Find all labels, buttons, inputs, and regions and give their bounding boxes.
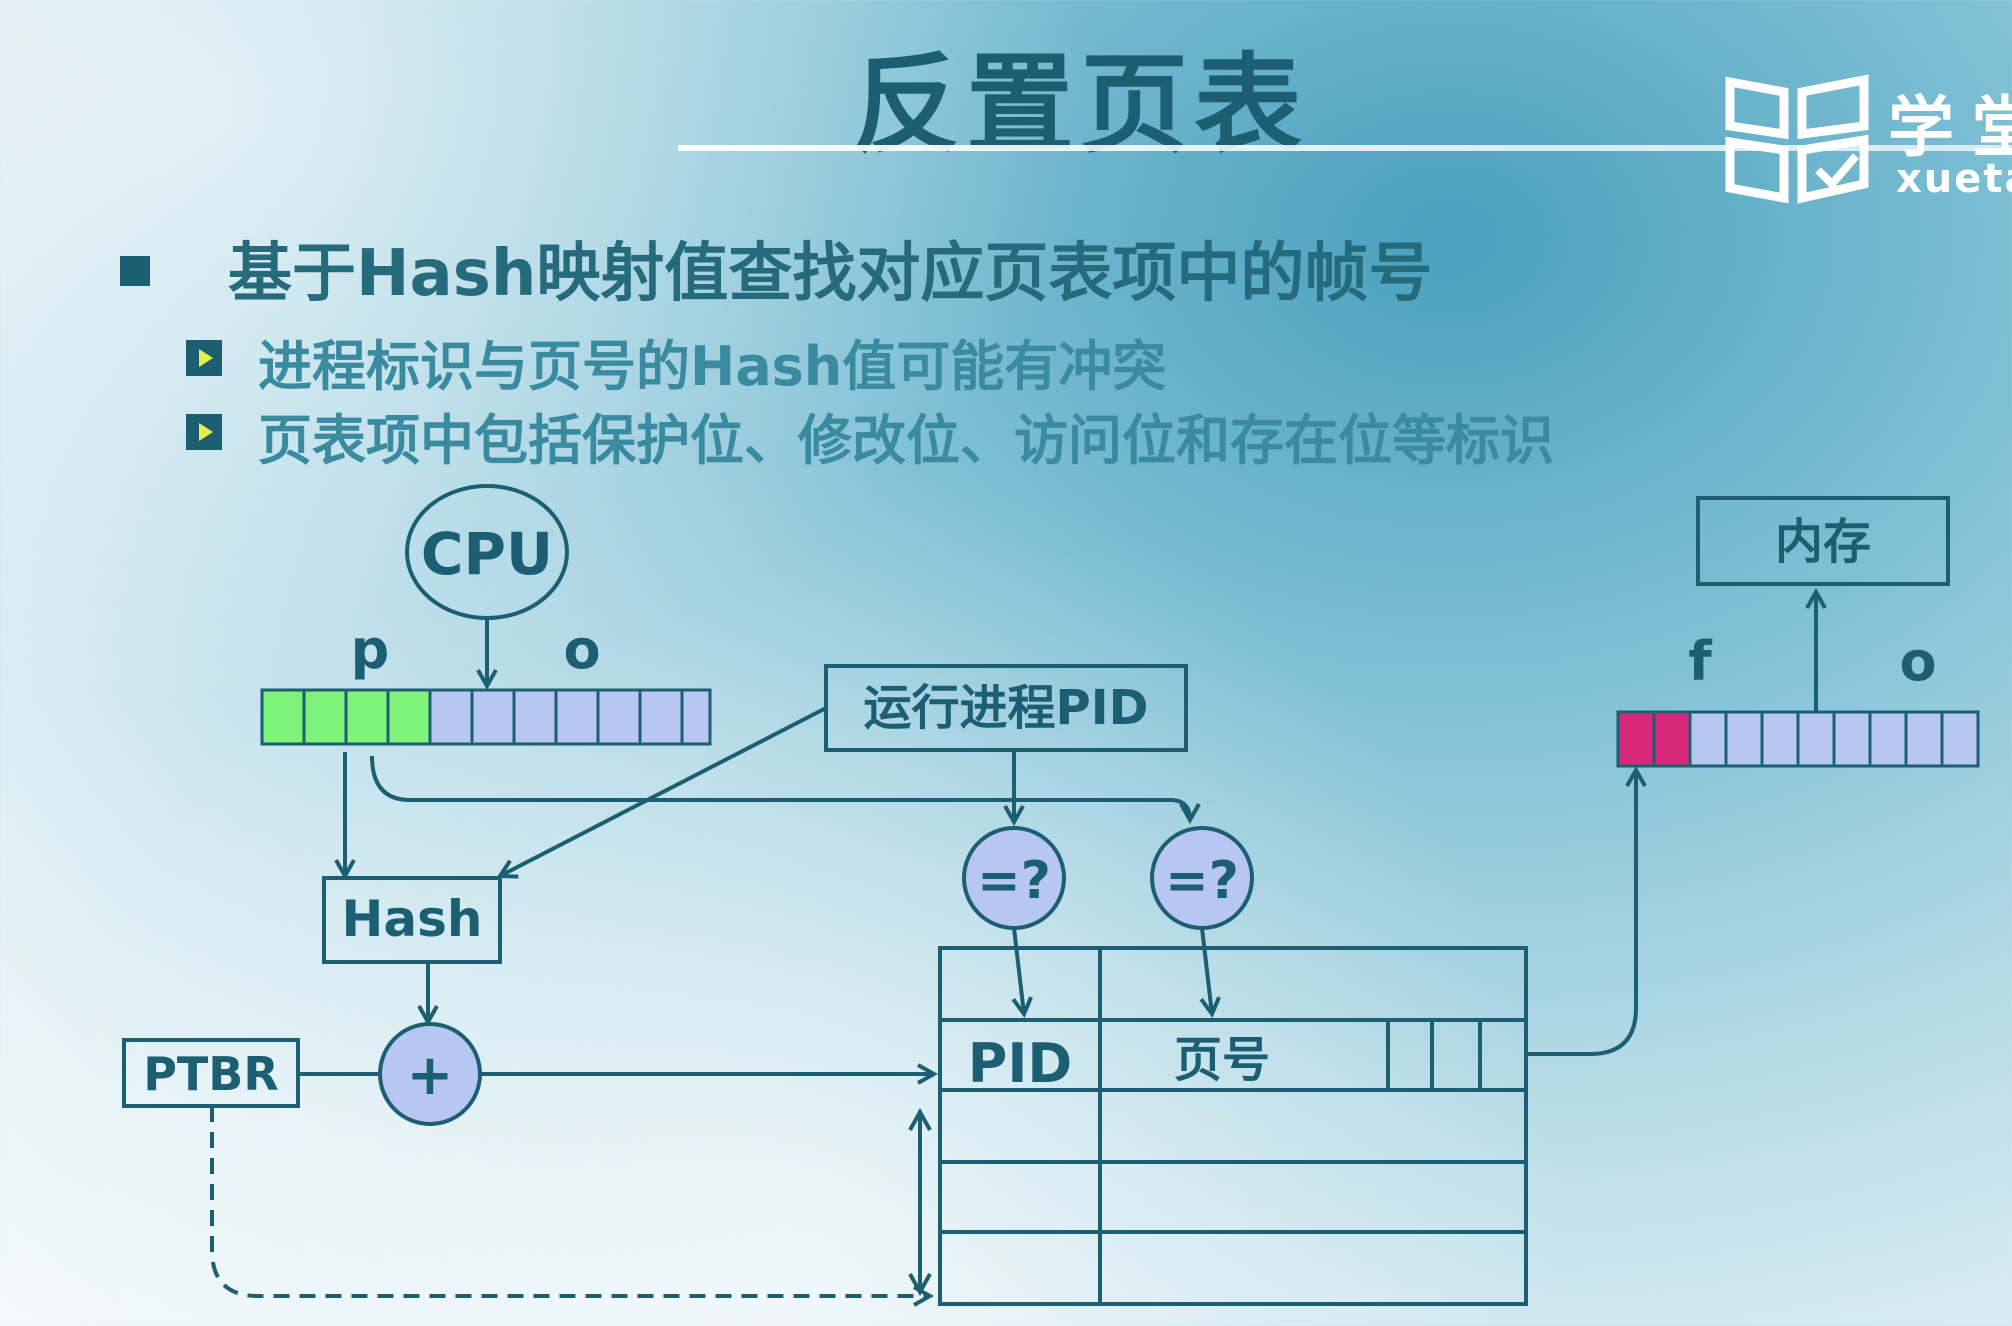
offset-cell <box>1796 710 1836 768</box>
sub-bullet-2: 页表项中包括保护位、修改位、访问位和存在位等标识 <box>258 409 1554 472</box>
ptbr-label: PTBR <box>143 1047 279 1101</box>
table-frame <box>938 946 1528 1306</box>
table-pid-label: PID <box>968 1032 1073 1095</box>
table-span-arrow-top <box>908 1107 932 1131</box>
table-page-label: 页号 <box>1174 1032 1270 1088</box>
sub-bullet-arrow-icon <box>186 414 222 450</box>
title-rule <box>678 145 2012 151</box>
pid-to-hash-arrow <box>500 706 827 876</box>
running-pid-label: 运行进程PID <box>864 680 1149 736</box>
page-cell <box>260 688 306 746</box>
sub-bullet-1: 进程标识与页号的Hash值可能有冲突 <box>258 335 1167 398</box>
offset-cell <box>680 688 712 746</box>
offset-cell <box>428 688 474 746</box>
offset-cell <box>1868 710 1908 768</box>
o2-label: o <box>1899 630 1936 693</box>
physical-address-register <box>1616 710 1980 768</box>
ptbr-dashed-arrow <box>210 1106 930 1296</box>
memory-box <box>1696 496 1950 586</box>
frame-cell <box>1616 710 1656 768</box>
page-cell <box>344 688 390 746</box>
logo-text: 学堂 <box>1888 89 2012 166</box>
offset-cell <box>512 688 558 746</box>
offset-cell <box>1940 710 1980 768</box>
inverted-page-table: PID 页号 <box>938 946 1528 1306</box>
table-to-physical-arrow <box>1526 770 1636 1056</box>
cpu-label: CPU <box>421 520 553 588</box>
hash-label: Hash <box>342 890 483 948</box>
offset-cell <box>1832 710 1872 768</box>
main-bullet-text: 基于Hash映射值查找对应页表项中的帧号 <box>228 237 1433 311</box>
virtual-address-register <box>260 688 712 746</box>
offset-cell <box>1724 710 1764 768</box>
pid-compare-to-table-arrow <box>1014 927 1024 1014</box>
sub-bullet-arrow-icon <box>186 340 222 376</box>
frame-cell <box>1652 710 1692 768</box>
page-compare-label: =? <box>1165 851 1239 911</box>
logo-subtext: xuetang <box>1896 156 2012 202</box>
p-label: p <box>351 618 390 681</box>
o-label: o <box>563 618 600 681</box>
pid-compare-label: =? <box>977 851 1051 911</box>
logo-icon <box>1725 74 1869 204</box>
offset-cell <box>1688 710 1728 768</box>
hash-box <box>322 876 502 964</box>
offset-cell <box>554 688 600 746</box>
memory-label: 内存 <box>1775 514 1871 570</box>
p-to-compare-arrow <box>370 755 1190 820</box>
offset-cell <box>470 688 516 746</box>
page-cell <box>386 688 432 746</box>
offset-cell <box>1904 710 1944 768</box>
table-span-arrow-bottom <box>908 1273 932 1297</box>
adder-label: + <box>407 1043 454 1108</box>
offset-cell <box>596 688 642 746</box>
f-label: f <box>1688 630 1712 693</box>
page-compare-to-table-arrow <box>1202 927 1212 1014</box>
page-cell <box>302 688 348 746</box>
offset-cell <box>638 688 684 746</box>
bullet-square-icon <box>120 256 150 286</box>
offset-cell <box>1760 710 1800 768</box>
